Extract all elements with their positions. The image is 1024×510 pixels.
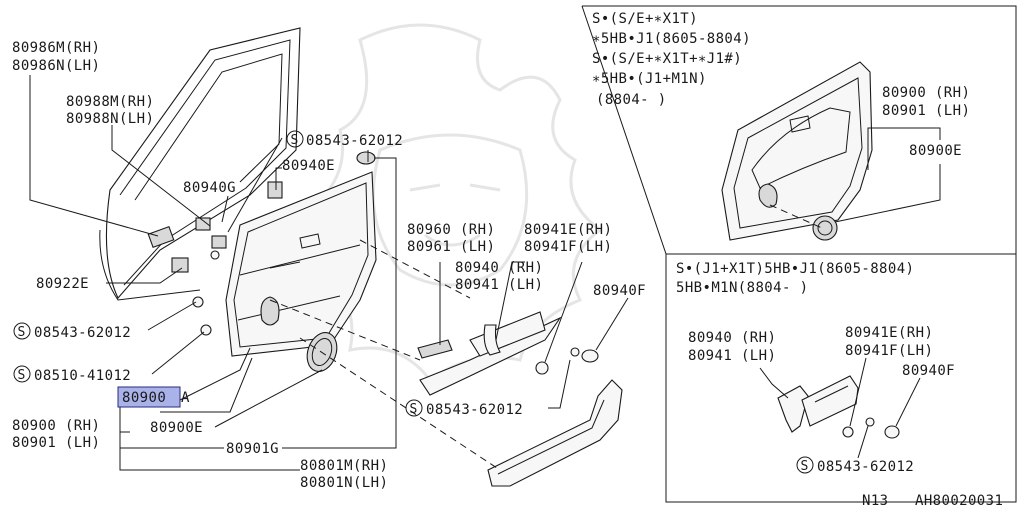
s-badge-08510: S	[13, 365, 31, 383]
svg-text:S: S	[18, 368, 26, 383]
inset-top-line-5: (8804- )	[596, 92, 667, 108]
inset-bottom-handle	[777, 375, 900, 439]
highlight-80900a[interactable]	[117, 386, 181, 408]
label-80940-rh: 80940 (RH)	[455, 260, 543, 276]
door-pocket	[487, 379, 623, 487]
svg-text:S: S	[410, 402, 418, 417]
label-80960: 80960 (RH)	[407, 222, 495, 238]
inset-top-line-2: ∗5HB•J1(8605-8804)	[592, 31, 751, 47]
inset-bottom-leader-b	[849, 357, 867, 427]
label-80900e-mid: 80900E	[150, 420, 203, 436]
svg-text:S: S	[18, 325, 26, 340]
inset-bottom-label-80940f: 80940F	[902, 363, 955, 379]
label-80801n: 80801N(LH)	[300, 475, 388, 491]
inset-top-label-80900e: 80900E	[909, 143, 962, 159]
inset-top-label-80900: 80900 (RH)	[882, 85, 970, 101]
label-80940e: 80940E	[282, 158, 335, 174]
label-80988-rh: 80988M(RH)	[66, 94, 154, 110]
s-badge-top: S	[286, 130, 304, 148]
label-80941-lh: 80941 (LH)	[455, 277, 543, 293]
inset-bottom-label-80941e: 80941E(RH)	[845, 325, 933, 341]
inset-top-label-80901: 80901 (LH)	[882, 103, 970, 119]
inset-bottom-label-80941f: 80941F(LH)	[845, 343, 933, 359]
label-80961: 80961 (LH)	[407, 239, 495, 255]
label-80801m: 80801M(RH)	[300, 458, 388, 474]
inset-bottom-label-80941: 80941 (LH)	[688, 348, 776, 364]
label-80922e: 80922E	[36, 276, 89, 292]
svg-text:S: S	[291, 133, 299, 148]
label-08510: 08510-41012	[34, 368, 131, 384]
guide-line-3	[269, 299, 421, 361]
inset-bottom-line-1: S•(J1+X1T)5HB•J1(8605-8804)	[676, 261, 914, 277]
label-80900-rh: 80900 (RH)	[12, 418, 100, 434]
hinge-parts	[147, 151, 376, 336]
inset-top-leader-a	[880, 127, 941, 140]
inset-top-frame	[581, 5, 1017, 503]
label-80901g: 80901G	[226, 441, 279, 457]
s-badge-inset: S	[796, 456, 814, 474]
armrest-handle	[417, 311, 599, 396]
inset-top-leader-b	[867, 127, 880, 170]
svg-text:S: S	[801, 459, 809, 474]
label-80901-lh: 80901 (LH)	[12, 435, 100, 451]
inset-top-panel	[721, 61, 873, 241]
label-80941e: 80941E(RH)	[524, 222, 612, 238]
guide-line-2	[359, 239, 471, 299]
inset-bottom-leader-d	[857, 425, 869, 459]
s-badge-left: S	[13, 322, 31, 340]
inset-top-leader-c	[834, 164, 941, 223]
door-trim-panel	[225, 171, 377, 357]
label-80941f: 80941F(LH)	[524, 239, 612, 255]
label-80988-lh: 80988N(LH)	[66, 111, 154, 127]
inset-bottom-label-08543: 08543-62012	[817, 459, 914, 475]
label-80900a-highlight[interactable]: 80900	[122, 390, 166, 406]
inset-top-line-3: S•(S/E+∗X1T+∗J1#)	[592, 51, 742, 67]
inset-bottom-line-2: 5HB•M1N(8804- )	[676, 280, 808, 296]
footer-ref-code: AH80020031	[915, 493, 1003, 509]
label-80986-lh: 80986N(LH)	[12, 58, 100, 74]
label-80940g: 80940G	[183, 180, 236, 196]
main-leaders	[29, 75, 629, 471]
inset-bottom-leader-c	[895, 377, 921, 427]
footer-page-code: N13	[862, 493, 889, 509]
guide-line-1	[299, 337, 501, 471]
label-80986-rh: 80986M(RH)	[12, 40, 100, 56]
inset-top-line-1: S•(S/E+∗X1T)	[592, 11, 698, 27]
inset-top-line-4: ∗5HB•(J1+M1N)	[592, 71, 707, 87]
s-badge-mid: S	[405, 399, 423, 417]
label-08543-mid: 08543-62012	[426, 402, 523, 418]
inset-bottom-label-80940: 80940 (RH)	[688, 330, 776, 346]
label-08543-top: 08543-62012	[306, 133, 403, 149]
label-80900a-suffix: A	[181, 390, 190, 406]
inset-top-guide	[769, 204, 823, 229]
label-80940f: 80940F	[593, 283, 646, 299]
label-08543-left: 08543-62012	[34, 325, 131, 341]
inset-bottom-leader-a	[759, 367, 789, 399]
